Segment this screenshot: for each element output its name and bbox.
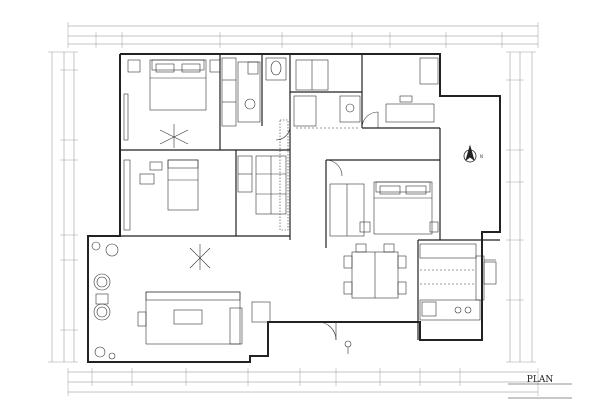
north-mark: N (480, 154, 483, 159)
north-arrow-icon (463, 144, 477, 163)
bedroom-top-left (123, 59, 221, 148)
interior-walls (87, 54, 500, 362)
bedroom-right-middle (325, 159, 439, 237)
living-room (137, 244, 271, 345)
bottom-dimension-chains (67, 368, 539, 396)
study-top-right (361, 57, 439, 129)
kitchen-area (419, 243, 497, 321)
balcony-lounge (91, 241, 119, 360)
top-dimension-chains (67, 22, 539, 48)
bathroom-top-center (293, 59, 361, 129)
entrance-door (317, 321, 352, 354)
title-block (508, 383, 572, 399)
dining-area (343, 243, 407, 299)
bathroom-top-left (237, 57, 287, 123)
left-dimension-chains (48, 51, 78, 363)
bedroom-left-middle (123, 155, 253, 231)
corridor-closets (255, 119, 291, 231)
plan-title: PLAN (527, 375, 554, 385)
right-dimension-chains (506, 51, 536, 363)
wardrobe-top (221, 57, 237, 127)
